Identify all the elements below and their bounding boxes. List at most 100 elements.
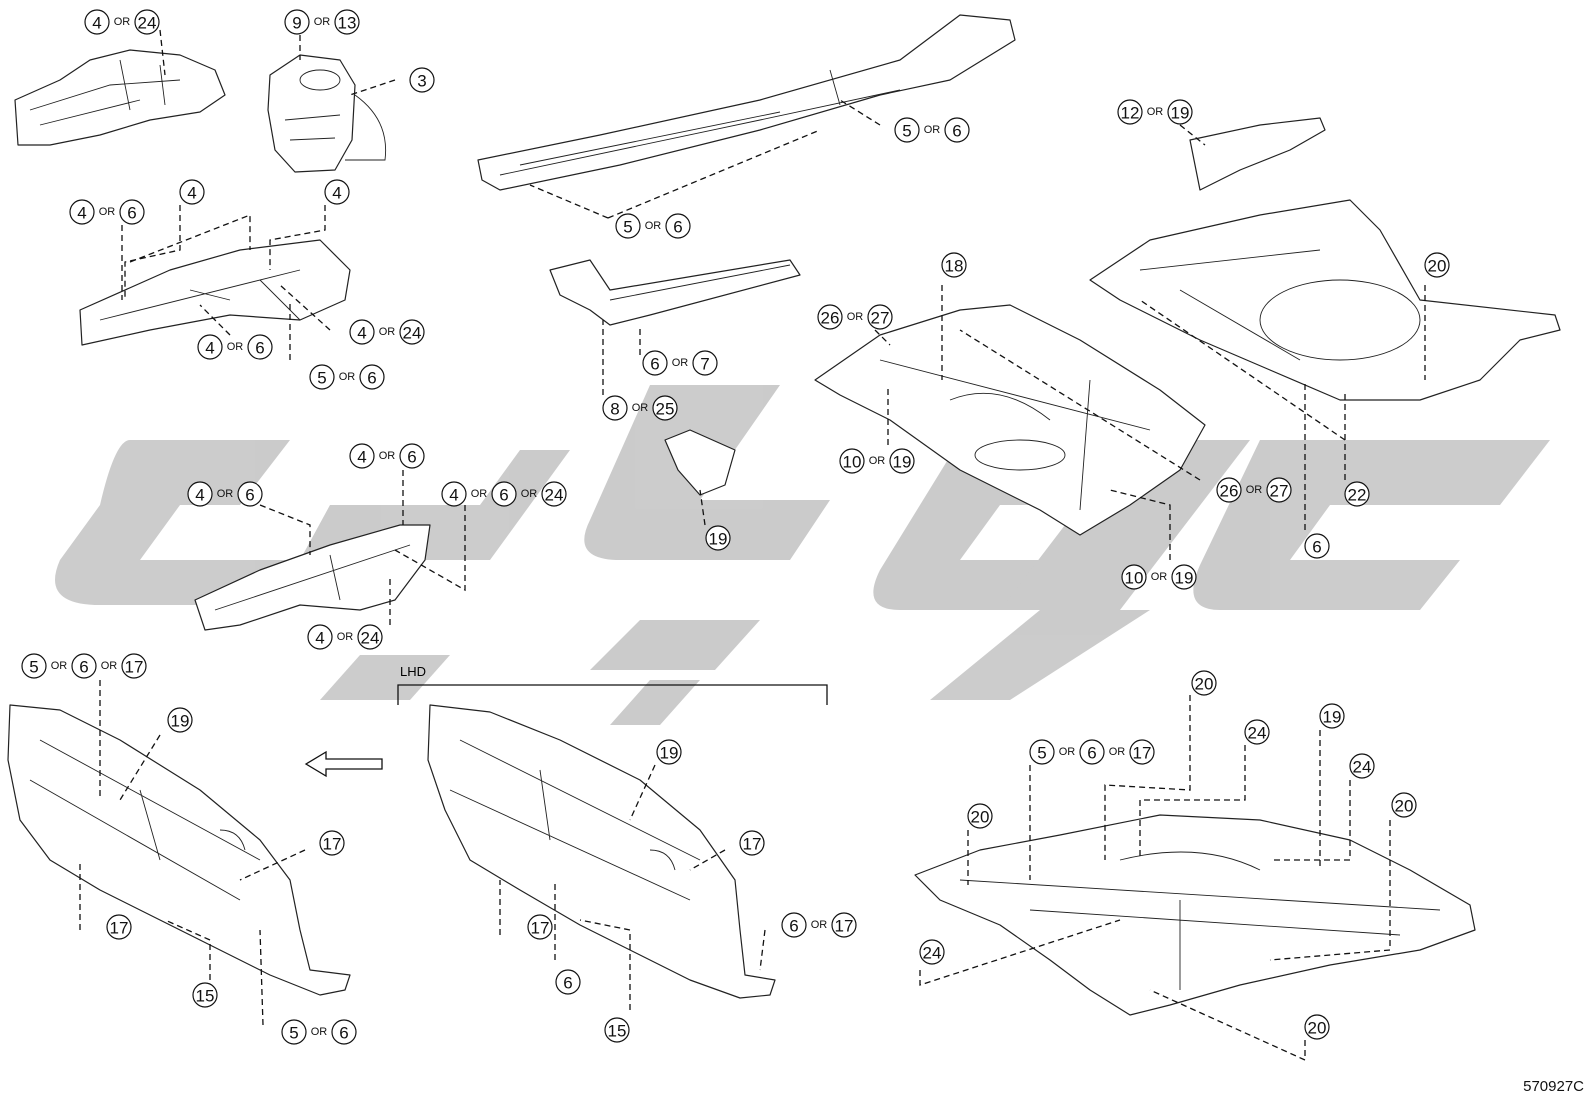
part-number-circle — [1266, 477, 1292, 503]
part-number-circle — [527, 914, 553, 940]
part-number-circle — [192, 982, 218, 1008]
or-label: OR — [1109, 746, 1126, 758]
lhd-bracket — [397, 684, 828, 705]
part-number-circle — [134, 9, 160, 35]
part-center-floor-pan — [814, 304, 1206, 536]
part-number: 6 — [255, 339, 264, 358]
part-number-circle — [281, 1019, 307, 1045]
diagram-code: 570927C — [1523, 1078, 1584, 1095]
callout-19: 19 — [705, 525, 731, 551]
part-number-circle — [1391, 792, 1417, 818]
part-number: 6 — [1087, 744, 1096, 763]
part-number-circle — [665, 213, 691, 239]
part-number: 6 — [245, 486, 254, 505]
part-number: 24 — [403, 324, 422, 343]
part-number: 22 — [1348, 486, 1367, 505]
part-number-circle — [941, 252, 967, 278]
callout-17: 17 — [319, 830, 345, 856]
part-number: 10 — [843, 453, 862, 472]
callout-15: 15 — [192, 982, 218, 1008]
part-number-circle — [705, 525, 731, 551]
part-number: 19 — [893, 453, 912, 472]
or-label: OR — [632, 402, 649, 414]
part-number-circle — [1117, 99, 1143, 125]
or-label: OR — [645, 220, 662, 232]
part-number: 24 — [361, 629, 380, 648]
callout-4: 4 — [179, 179, 205, 205]
callout-6: 6 — [555, 969, 581, 995]
or-label: OR — [869, 455, 886, 467]
part-number-circle — [1304, 1014, 1330, 1040]
or-label: OR — [101, 660, 118, 672]
part-front-floor-member — [194, 524, 431, 631]
part-number-circle — [334, 9, 360, 35]
part-number-circle — [604, 1017, 630, 1043]
or-label: OR — [314, 16, 331, 28]
part-number: 19 — [660, 744, 679, 763]
part-number-circle — [324, 179, 350, 205]
part-number-circle — [119, 199, 145, 225]
part-number-circle — [399, 319, 425, 345]
part-number: 5 — [29, 658, 38, 677]
part-number-circle — [867, 304, 893, 330]
part-number: 19 — [1323, 708, 1342, 727]
callout-10-or-19: 10 OR 19 — [839, 448, 915, 474]
part-number-circle — [602, 395, 628, 421]
or-label: OR — [337, 631, 354, 643]
part-number-circle — [237, 481, 263, 507]
lhd-label: LHD — [400, 664, 427, 679]
callout-6: 6 — [1304, 533, 1330, 559]
part-number: 24 — [1248, 724, 1267, 743]
part-number-circle — [349, 319, 375, 345]
part-number-circle — [1216, 477, 1242, 503]
part-number: 24 — [138, 14, 157, 33]
part-number: 19 — [171, 712, 190, 731]
part-number: 10 — [1125, 569, 1144, 588]
part-number-circle — [656, 739, 682, 765]
part-number-circle — [894, 117, 920, 143]
part-number: 24 — [1353, 758, 1372, 777]
or-label: OR — [471, 488, 488, 500]
part-main-floor-lower — [914, 814, 1476, 1016]
part-number-circle — [491, 481, 517, 507]
or-label: OR — [217, 488, 234, 500]
callout-19: 19 — [656, 739, 682, 765]
direction-arrow — [304, 750, 383, 778]
part-number-circle — [409, 67, 435, 93]
part-number-circle — [1079, 739, 1105, 765]
part-front-side-member — [79, 239, 351, 346]
or-label: OR — [924, 124, 941, 136]
part-number: 17 — [110, 919, 129, 938]
part-number: 27 — [871, 309, 890, 328]
part-number-circle — [642, 350, 668, 376]
or-label: OR — [1059, 746, 1076, 758]
or-label: OR — [51, 660, 68, 672]
part-number-circle — [187, 481, 213, 507]
part-number: 4 — [77, 204, 86, 223]
part-number: 20 — [971, 808, 990, 827]
part-number-circle — [781, 912, 807, 938]
callout-19: 19 — [1319, 703, 1345, 729]
part-number: 4 — [449, 486, 458, 505]
part-number-circle — [944, 117, 970, 143]
callout-17: 17 — [527, 914, 553, 940]
or-label: OR — [339, 371, 356, 383]
part-suspension-tower — [267, 54, 387, 173]
or-label: OR — [379, 450, 396, 462]
part-number: 12 — [1121, 104, 1140, 123]
part-number-circle — [1029, 739, 1055, 765]
part-number: 27 — [1270, 482, 1289, 501]
part-number: 8 — [610, 400, 619, 419]
part-number: 17 — [1133, 744, 1152, 763]
